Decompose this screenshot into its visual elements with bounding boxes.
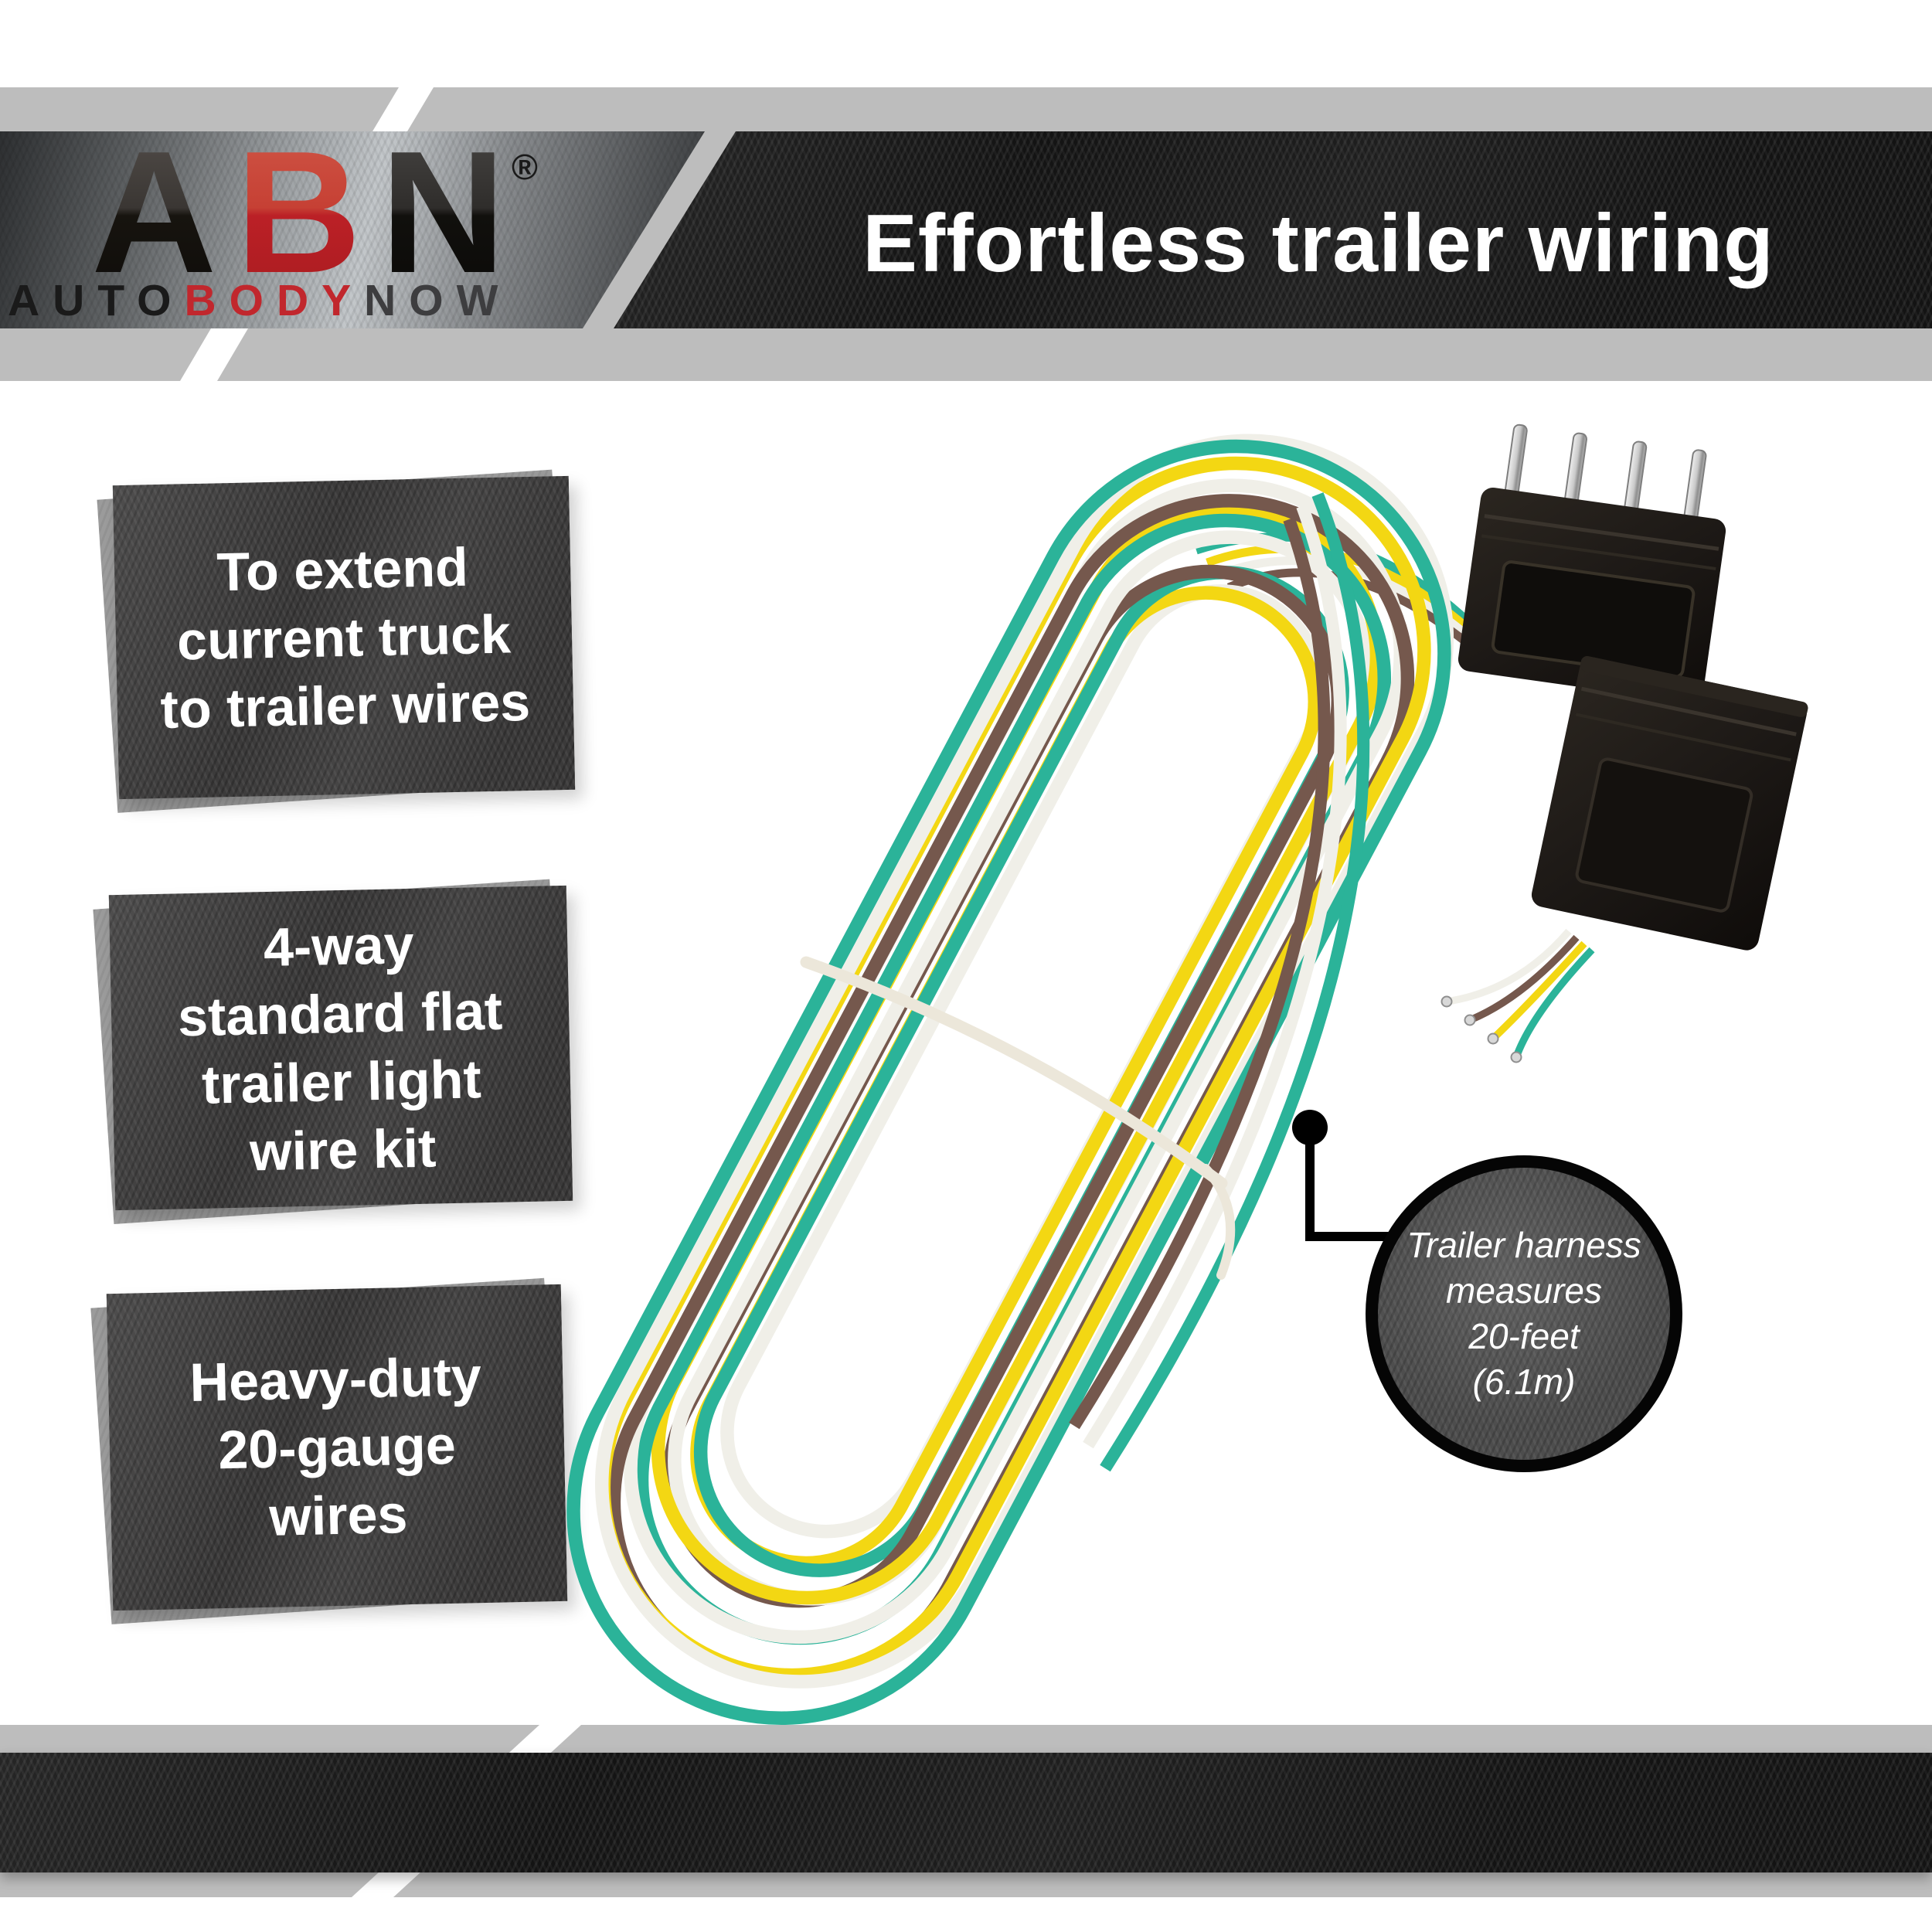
pigtail-wire [1490,940,1587,1042]
connector-pin-icon [1683,449,1707,525]
callout-connector-line [1305,1232,1395,1241]
abn-logo: A B N ® AUTOBODYNOW [0,131,705,328]
harness-wire-strand [1083,504,1347,1449]
callout-text-line: Trailer harness [1406,1225,1641,1265]
connector-pin-icon [1504,423,1528,499]
bare-wire-tip [1440,995,1453,1008]
connector-rib [1481,534,1716,570]
harness-wire-strand [1100,492,1370,1472]
page-title: Effortless trailer wiring [862,197,1774,289]
harness-wire-strand [1069,517,1331,1430]
pigtail-wire [1512,947,1595,1059]
callout-anchor-dot [1292,1110,1328,1145]
bottom-carbon-band [0,1753,1932,1872]
zip-tie-band [800,956,1228,1189]
callout-connector-line [1305,1127,1315,1241]
logo-banner: A B N ® AUTOBODYNOW [0,131,705,328]
connector-pin-icon [1623,440,1648,516]
harness-wire-loop [566,439,1451,1725]
registered-mark-icon: ® [512,147,538,187]
connector-rib [1484,514,1719,551]
zip-tie-tail [1201,1164,1236,1280]
title-banner: Effortless trailer wiring [614,131,1932,328]
harness-wire-loop [595,434,1454,1689]
harness-wire-loop [693,566,1349,1577]
callout-text-line: (6.1m) [1472,1362,1576,1402]
wire-coil-outer-strands [1069,492,1370,1472]
harness-wire-loop [720,584,1327,1539]
logo-letter-b: B [236,131,362,309]
tagline-now: NOW [364,276,511,325]
callout-text-line: measures [1446,1270,1602,1311]
connector-pigtail-wires [1440,928,1595,1063]
tagline-body: BODY [184,276,364,325]
connector-rib [1575,713,1791,762]
logo-tagline: AUTOBODYNOW [8,276,511,325]
callout-text-line: 20-feet [1468,1316,1580,1356]
connector-panel [1575,757,1753,913]
logo-letter-n: N [380,131,506,309]
tagline-auto: AUTO [8,276,184,325]
zip-tie [800,956,1236,1280]
logo-letter-a: A [91,131,217,309]
connector-pin-icon [1563,432,1587,508]
connector-rib [1580,686,1797,736]
pigtail-wire [1446,928,1572,1005]
pigtail-wire [1468,934,1580,1024]
wire-coil [566,434,1454,1725]
connector-edge [1580,655,1808,717]
four-pin-female-connector [1531,655,1808,951]
bare-wire-tip [1487,1032,1499,1045]
measurement-callout-bubble: Trailer harness measures 20-feet (6.1m) [1366,1155,1682,1472]
bare-wire-tip [1464,1014,1476,1026]
four-pin-male-connector [1458,423,1726,703]
bare-wire-tip [1510,1051,1522,1063]
